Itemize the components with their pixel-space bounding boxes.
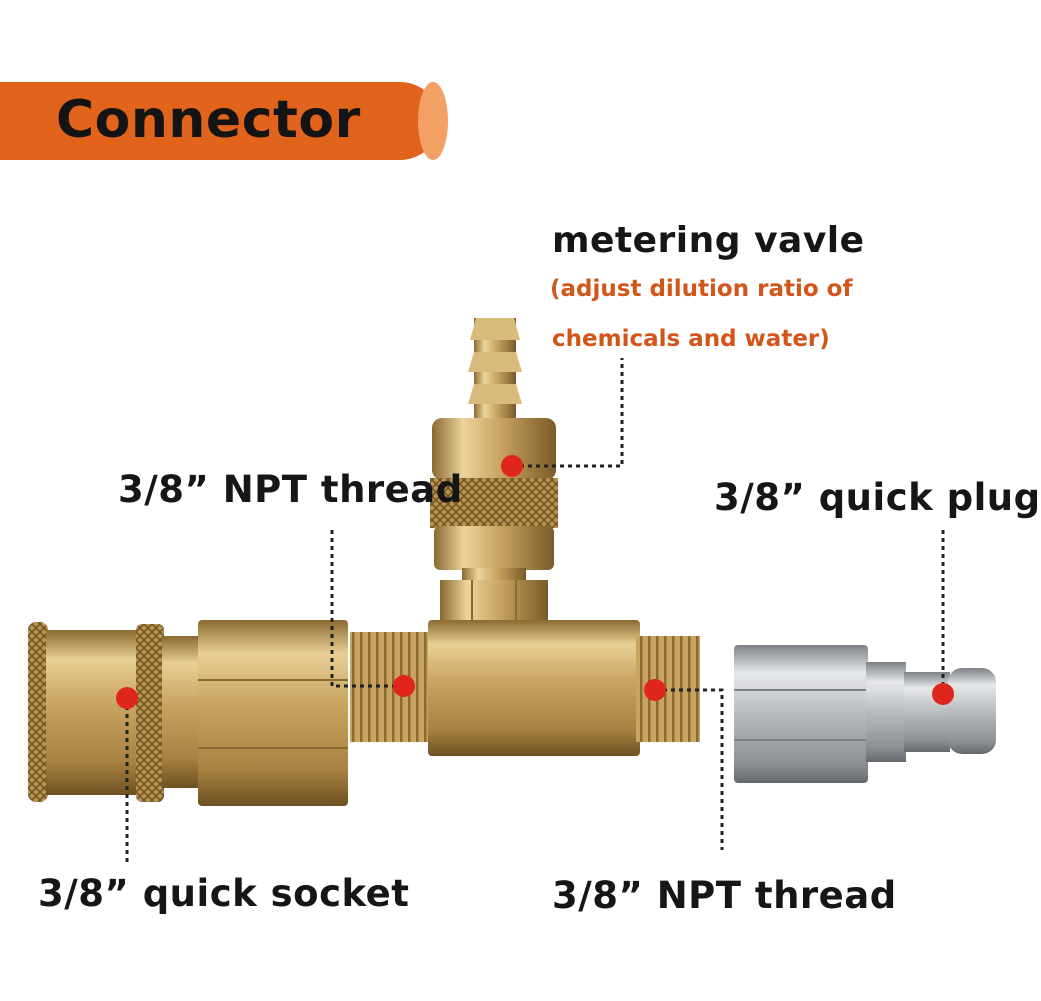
quick-plug-label: 3/8” quick plug: [714, 476, 1041, 519]
npt-thread-top-label: 3/8” NPT thread: [118, 468, 463, 511]
title-banner-cap: [418, 82, 448, 160]
npt-thread-bottom-label: 3/8” NPT thread: [552, 874, 897, 917]
connector-illustration: [28, 318, 996, 862]
quick-socket-part: [28, 620, 348, 806]
marker-dots: [116, 455, 954, 709]
title-banner: [0, 82, 440, 160]
metering-valve-label: metering vavle: [552, 220, 865, 261]
metering-note-line2: chemicals and water): [552, 326, 830, 352]
banner-title: Connector: [56, 90, 361, 150]
leader-lines: [125, 358, 945, 862]
metering-note-line1: (adjust dilution ratio of: [550, 276, 853, 302]
metering-valve-part: [350, 318, 700, 756]
quick-plug-part: [734, 645, 996, 783]
quick-socket-label: 3/8” quick socket: [38, 872, 410, 915]
